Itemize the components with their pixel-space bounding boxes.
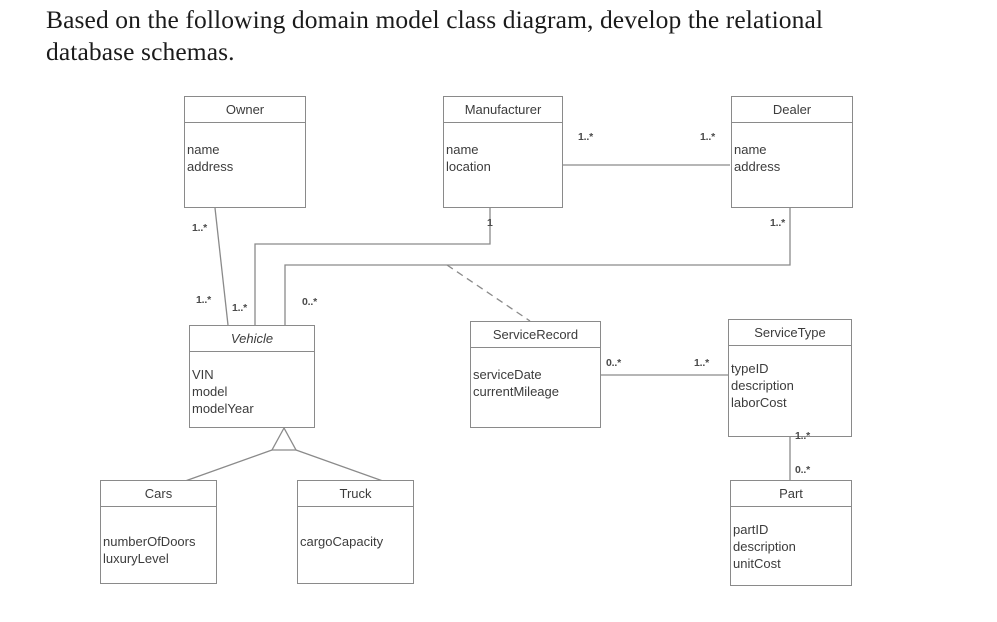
class-box-dealer[interactable]: Dealer name address bbox=[731, 96, 853, 208]
uml-class-diagram: 1..* 1..* 1..* 1 1..* 1..* 1..* 0..* 0..… bbox=[0, 78, 997, 622]
class-box-manufacturer[interactable]: Manufacturer name location bbox=[443, 96, 563, 208]
assoc-owner-vehicle bbox=[214, 207, 229, 326]
generalization-triangle bbox=[270, 426, 298, 451]
class-attributes-servicerecord: serviceDate currentMileage bbox=[471, 348, 600, 400]
multiplicity-manufacturer-vehicle-top: 1 bbox=[487, 217, 493, 229]
attribute: partID bbox=[733, 522, 769, 537]
page-title: Based on the following domain model clas… bbox=[46, 5, 824, 66]
class-attributes-owner: name address bbox=[185, 123, 305, 175]
attribute: VIN bbox=[192, 367, 214, 382]
assoc-dealer-vehicle bbox=[284, 208, 791, 325]
class-attributes-manufacturer: name location bbox=[444, 123, 562, 175]
class-box-vehicle[interactable]: Vehicle VIN model modelYear bbox=[189, 325, 315, 428]
attribute: name bbox=[187, 142, 220, 157]
class-box-servicetype[interactable]: ServiceType typeID description laborCost bbox=[728, 319, 852, 437]
multiplicity-dealer-vehicle-top: 1..* bbox=[770, 217, 785, 229]
class-attributes-part: partID description unitCost bbox=[731, 507, 851, 572]
multiplicity-manufacturer-dealer-right: 1..* bbox=[700, 131, 715, 143]
class-name-vehicle: Vehicle bbox=[190, 326, 314, 352]
class-attributes-truck: cargoCapacity bbox=[298, 507, 413, 550]
attribute: location bbox=[446, 159, 491, 174]
attribute: unitCost bbox=[733, 556, 781, 571]
multiplicity-servicetype-part-bottom: 0..* bbox=[795, 464, 810, 476]
attribute: numberOfDoors bbox=[103, 534, 196, 549]
class-attributes-dealer: name address bbox=[732, 123, 852, 175]
class-attributes-servicetype: typeID description laborCost bbox=[729, 346, 851, 411]
attribute: description bbox=[731, 378, 794, 393]
multiplicity-servicerecord-servicetype: 0..* bbox=[606, 357, 621, 369]
connector-lines bbox=[159, 164, 791, 491]
class-name-part: Part bbox=[731, 481, 851, 507]
class-name-servicetype: ServiceType bbox=[729, 320, 851, 346]
attribute: laborCost bbox=[731, 395, 787, 410]
multiplicity-manufacturer-dealer-left: 1..* bbox=[578, 131, 593, 143]
class-box-owner[interactable]: Owner name address bbox=[184, 96, 306, 208]
class-name-cars: Cars bbox=[101, 481, 216, 507]
attribute: description bbox=[733, 539, 796, 554]
class-name-owner: Owner bbox=[185, 97, 305, 123]
multiplicity-manufacturer-vehicle-bottom: 1..* bbox=[232, 302, 247, 314]
attribute: luxuryLevel bbox=[103, 551, 169, 566]
class-name-dealer: Dealer bbox=[732, 97, 852, 123]
attribute: cargoCapacity bbox=[300, 534, 384, 549]
class-attributes-vehicle: VIN model modelYear bbox=[190, 352, 314, 417]
class-box-cars[interactable]: Cars numberOfDoors luxuryLevel bbox=[100, 480, 217, 584]
class-box-truck[interactable]: Truck cargoCapacity bbox=[297, 480, 414, 584]
dependency-servicerecord bbox=[446, 264, 531, 322]
attribute: name bbox=[734, 142, 767, 157]
class-name-truck: Truck bbox=[298, 481, 413, 507]
class-attributes-cars: numberOfDoors luxuryLevel bbox=[101, 507, 216, 567]
multiplicity-servicetype-servicerecord: 1..* bbox=[694, 357, 709, 369]
attribute: typeID bbox=[731, 361, 769, 376]
class-name-manufacturer: Manufacturer bbox=[444, 97, 562, 123]
class-box-servicerecord[interactable]: ServiceRecord serviceDate currentMileage bbox=[470, 321, 601, 428]
multiplicity-dealer-vehicle-bottom: 0..* bbox=[302, 296, 317, 308]
attribute: name bbox=[446, 142, 479, 157]
multiplicity-owner-vehicle-bottom: 1..* bbox=[196, 294, 211, 306]
class-box-part[interactable]: Part partID description unitCost bbox=[730, 480, 852, 586]
class-name-servicerecord: ServiceRecord bbox=[471, 322, 600, 348]
attribute: currentMileage bbox=[473, 384, 559, 399]
attribute: model bbox=[192, 384, 228, 399]
attribute: serviceDate bbox=[473, 367, 542, 382]
attribute: modelYear bbox=[192, 401, 254, 416]
multiplicity-servicetype-part-top: 1..* bbox=[795, 430, 810, 442]
attribute: address bbox=[734, 159, 781, 174]
assoc-manufacturer-vehicle bbox=[254, 208, 491, 325]
multiplicity-owner-vehicle-top: 1..* bbox=[192, 222, 207, 234]
attribute: address bbox=[187, 159, 234, 174]
